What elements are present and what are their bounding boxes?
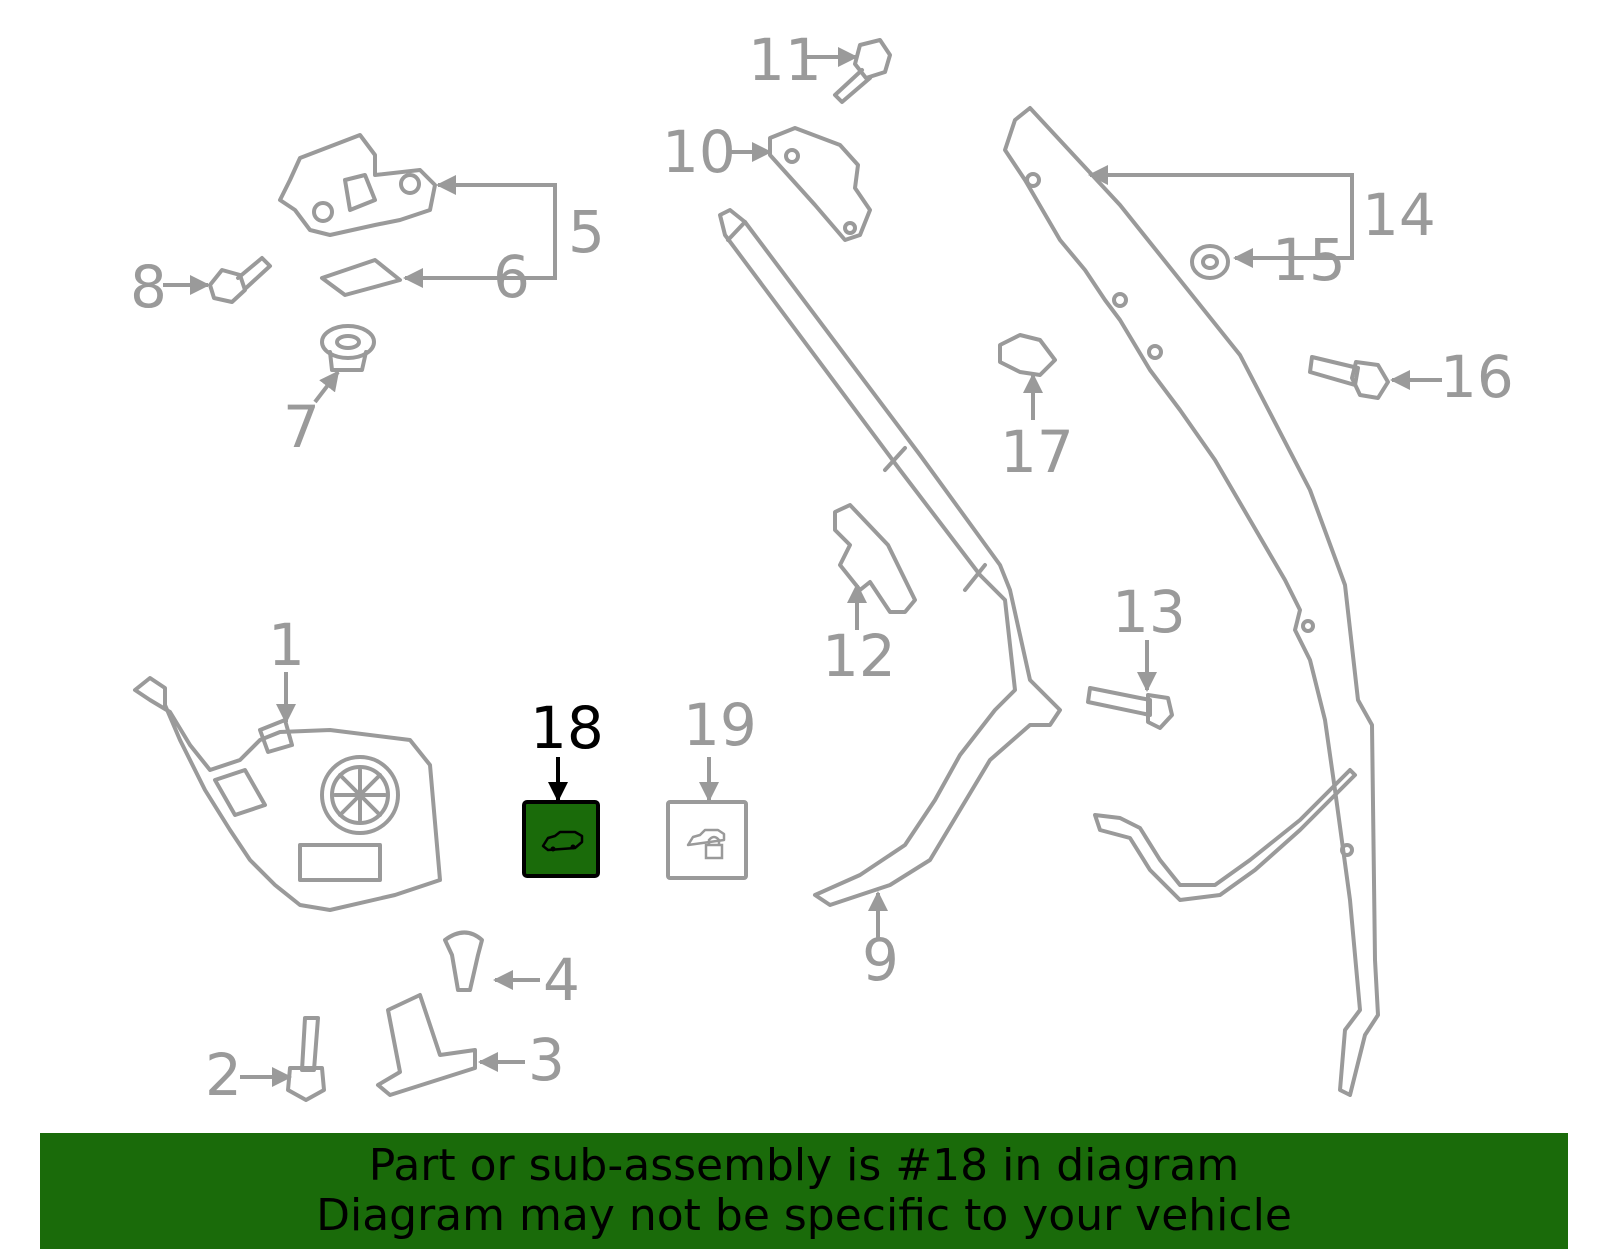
part-3-bracket: [376, 993, 477, 1097]
banner-line-disclaimer: Diagram may not be specific to your vehi…: [316, 1190, 1292, 1241]
callout-11: 11: [748, 26, 822, 94]
callout-19: 19: [683, 691, 757, 759]
part-19-switch: [666, 800, 748, 880]
part-6-pad: [320, 258, 402, 297]
part-1-latch-actuator: [133, 676, 442, 912]
callout-14: 14: [1362, 181, 1436, 249]
part-10-bracket: [768, 126, 872, 242]
callout-12: 12: [822, 622, 896, 690]
part-13-bolt: [1086, 686, 1174, 730]
callout-15: 15: [1272, 226, 1346, 294]
leader-lines: [163, 47, 1442, 1087]
part-11-bolt: [833, 38, 892, 104]
info-banner: Part or sub-assembly is #18 in diagram D…: [40, 1133, 1568, 1249]
callout-13: 13: [1112, 578, 1186, 646]
part-18-switch: [522, 800, 600, 878]
callout-5: 5: [568, 198, 605, 266]
part-5-bracket: [278, 133, 437, 237]
part-14-panel: [1003, 106, 1380, 1097]
part-8-bolt: [208, 256, 272, 304]
part-9-strut: [718, 208, 1062, 907]
callout-2: 2: [205, 1041, 242, 1109]
part-16-bolt: [1308, 355, 1390, 400]
callout-7: 7: [283, 393, 320, 461]
banner-line-part: Part or sub-assembly is #18 in diagram: [368, 1140, 1240, 1191]
part-2-bolt: [286, 1016, 326, 1102]
callout-3: 3: [528, 1026, 565, 1094]
callout-16: 16: [1440, 343, 1514, 411]
callout-1: 1: [268, 611, 305, 679]
callout-10: 10: [662, 118, 736, 186]
part-12-clip: [833, 503, 917, 614]
callout-9: 9: [862, 926, 899, 994]
callout-17: 17: [1000, 418, 1074, 486]
callout-18: 18: [530, 694, 604, 762]
part-17-clip: [998, 333, 1057, 377]
part-7-nut: [320, 324, 376, 372]
callout-6: 6: [493, 243, 530, 311]
callout-4: 4: [543, 946, 580, 1014]
part-4-pin: [443, 930, 484, 992]
part-15-nut: [1190, 244, 1230, 280]
callout-8: 8: [130, 253, 167, 321]
